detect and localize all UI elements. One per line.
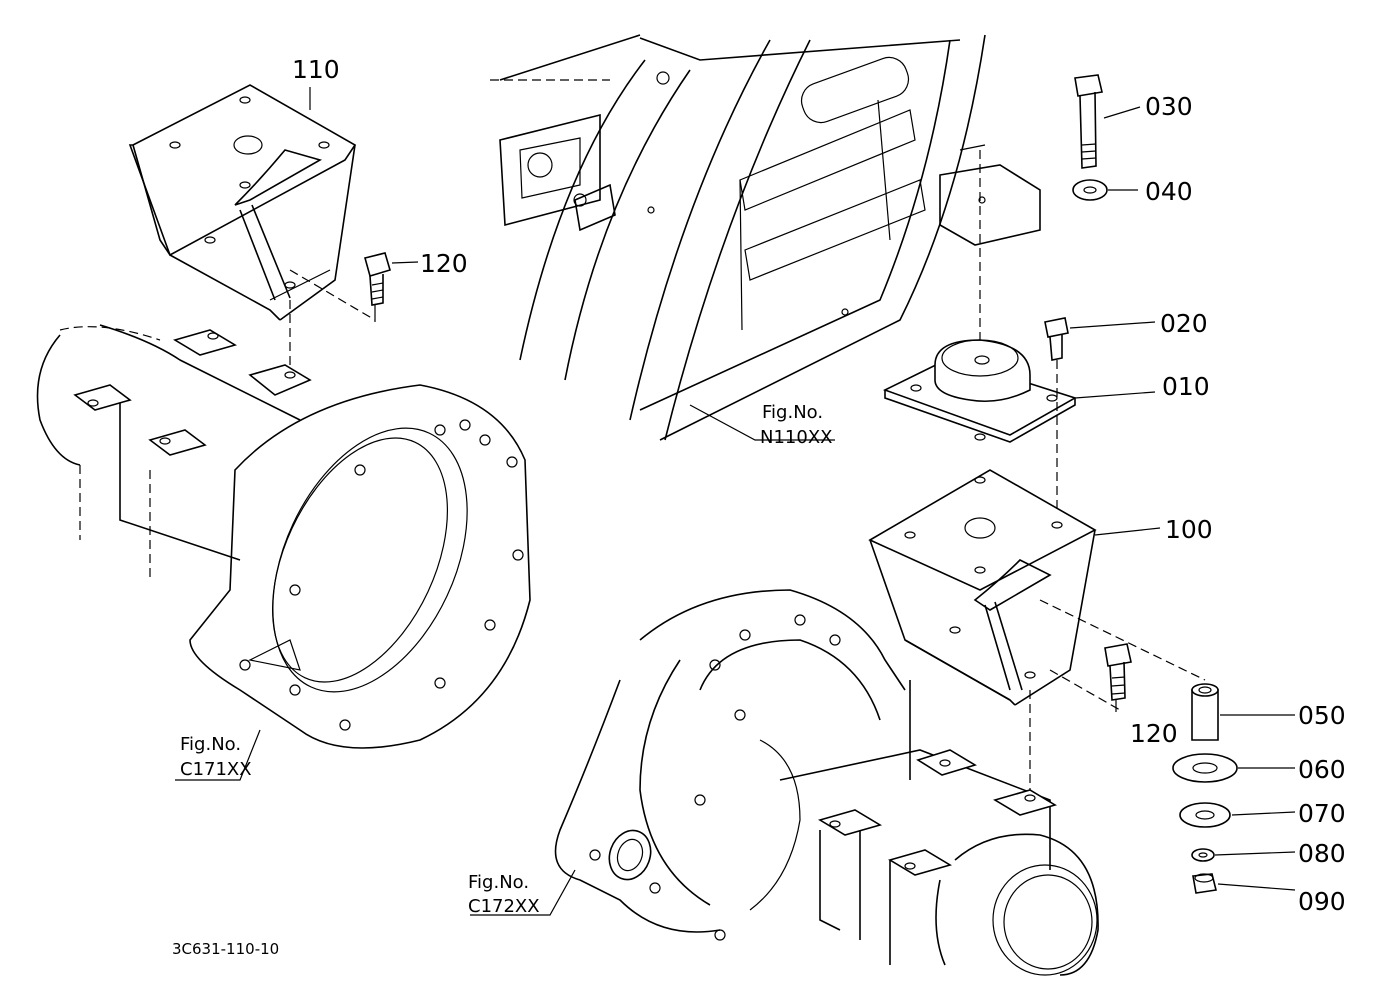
part-label-010: 010 [1162,372,1210,401]
part-label-120-right: 120 [1130,719,1178,748]
fig-ref-c171-code: C171XX [180,759,252,780]
part-label-040: 040 [1145,177,1193,206]
bolt-120-left [364,252,419,322]
fig-ref-c172-code: C172XX [468,896,540,917]
part-label-060: 060 [1298,755,1346,784]
part-label-120-left: 120 [420,249,468,278]
bracket-110 [128,84,376,365]
part-label-100: 100 [1165,515,1213,544]
part-label-030: 030 [1145,92,1193,121]
part-label-110: 110 [292,55,340,84]
spring-washer-080 [1191,848,1296,862]
fig-ref-n110-prefix: Fig.No. [762,402,823,423]
washer-060 [1172,753,1295,783]
housing-c171: Fig.No. C171XX [36,269,531,781]
housing-c172: Fig.No. C172XX [468,589,1099,976]
washer-070 [1179,802,1296,828]
collar-050 [1191,683,1295,741]
fig-ref-c172-prefix: Fig.No. [468,872,529,893]
fig-ref-n110-code: N110XX [760,427,832,448]
part-label-080: 080 [1298,839,1346,868]
part-label-020: 020 [1160,309,1208,338]
washer-040 [1072,179,1138,201]
fig-ref-c171-prefix: Fig.No. [180,734,241,755]
bolt-120-right [1104,643,1132,712]
frame-assembly: Fig.No. N110XX [490,34,1041,448]
nut-090 [1192,873,1296,894]
bolt-030 [1074,74,1141,169]
bracket-100 [868,469,1206,790]
bolt-020 [1044,317,1156,361]
part-label-070: 070 [1298,799,1346,828]
drawing-code: 3C631-110-10 [172,940,279,958]
part-label-050: 050 [1298,701,1346,730]
part-label-090: 090 [1298,887,1346,916]
rubber-mount-010 [882,150,1156,520]
